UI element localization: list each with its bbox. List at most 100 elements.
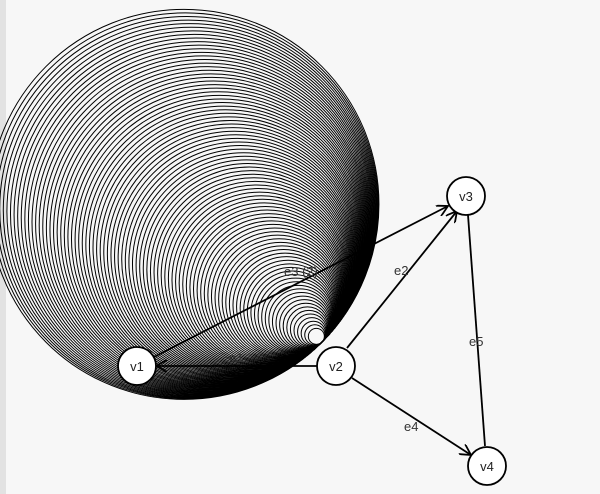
self-loop-arc (221, 241, 340, 360)
node-label-v1: v1 (130, 359, 144, 374)
node-label-v3: v3 (459, 189, 473, 204)
self-loop-arc (96, 116, 362, 382)
node-v3[interactable]: v3 (446, 176, 486, 216)
self-loop-arc (6, 26, 377, 397)
self-loop-arc (214, 234, 341, 361)
self-loop-arc (106, 127, 360, 380)
self-loop-arc (279, 299, 330, 350)
self-loop-arc (78, 98, 365, 385)
edge-e5[interactable] (467, 214, 486, 447)
self-loop-arc (85, 105, 363, 384)
self-loop-arc (0, 8, 380, 400)
self-loop-arc (196, 216, 344, 364)
self-loop-arc (53, 73, 369, 389)
self-loop-arc (38, 59, 371, 392)
self-loop-arc (70, 91, 366, 386)
self-loop-arc (24, 44, 374, 394)
self-loop-arc (157, 177, 351, 371)
self-loop-arc (293, 313, 328, 348)
self-loop-arc (182, 202, 347, 367)
self-loop-arc (9, 30, 376, 397)
self-loop-arc (146, 166, 353, 373)
self-loop-arc (307, 327, 325, 345)
self-loop-arc (250, 270, 335, 355)
self-loop-arc (135, 155, 355, 375)
self-loop-arc (160, 180, 350, 371)
self-loop-arc (0, 12, 379, 400)
self-loop-arc (225, 245, 339, 360)
self-loop-arc (45, 66, 370, 390)
self-loop-arc (49, 69, 370, 390)
self-loop-arc (0, 16, 379, 399)
node-label-v2: v2 (329, 359, 343, 374)
self-loop-arc (257, 277, 334, 354)
self-loop-arc (81, 102, 364, 384)
self-loop-arc (228, 249, 339, 359)
self-loop-arc (139, 159, 354, 374)
self-loop-arc (27, 48, 373, 394)
self-loop-arc (207, 227, 343, 363)
node-v2[interactable]: v2 (316, 346, 356, 386)
self-loop-arc (203, 223, 343, 363)
self-loop-arc (167, 188, 349, 369)
self-loop-arc (246, 266, 336, 356)
self-loop-arc (282, 302, 330, 350)
self-loop-arc (60, 80, 368, 388)
self-loop-arc (2, 23, 377, 398)
self-loop-arc (142, 162, 354, 374)
self-loop-arc (131, 152, 355, 376)
node-v4[interactable]: v4 (467, 446, 507, 486)
self-loop-arc (200, 220, 344, 364)
self-loop-arc (164, 184, 350, 370)
self-loop-arc (114, 134, 358, 379)
self-loop-arc (13, 33, 376, 396)
self-loop-arc (103, 123, 360, 381)
self-loop-arc (243, 263, 336, 356)
self-loop-arc (236, 256, 338, 358)
self-loop-arc (175, 195, 348, 368)
self-loop-arc (268, 288, 332, 352)
self-loop-arc (63, 84, 367, 387)
self-loop-arc (300, 320, 327, 347)
self-loop-arc (149, 170, 352, 373)
left-border (0, 0, 6, 494)
self-loop-arc (42, 62, 371, 391)
self-loop-arc (74, 94, 365, 385)
self-loop-arc (20, 41, 374, 395)
self-loop-v2 (0, 8, 380, 400)
self-loop-arc (124, 145, 357, 377)
self-loop-arc (232, 252, 338, 358)
self-loop-arc (253, 274, 335, 355)
edge-e3[interactable] (153, 206, 448, 358)
self-loop-arc (210, 231, 342, 362)
self-loop-arc (264, 284, 333, 353)
edge-label-e3: e3 (2) (284, 264, 318, 279)
self-loop-arc (261, 281, 333, 353)
self-loop-arc (31, 51, 373, 393)
self-loop-arc (304, 324, 326, 346)
self-loop-arc (289, 309, 328, 348)
self-loop-arc (218, 238, 341, 361)
self-loop-arc (192, 213, 345, 365)
self-loop-arc (275, 295, 331, 351)
edge-e2[interactable] (346, 211, 457, 349)
self-loop-arc (56, 76, 368, 389)
self-loop-arc (35, 55, 372, 392)
self-loop-arc (88, 109, 363, 383)
node-v1[interactable]: v1 (117, 346, 157, 386)
self-loop-arc (17, 37, 375, 395)
self-loop-arc (121, 141, 357, 377)
edge-label-e4: e4 (404, 419, 418, 434)
self-loop-arc (286, 306, 329, 349)
self-loop-arc (92, 112, 362, 382)
self-loop-arc (128, 148, 356, 376)
self-loop-arc (153, 173, 352, 372)
self-loop-arc (0, 19, 378, 398)
edge-e4[interactable] (351, 377, 471, 455)
edge-label-e5: e5 (469, 334, 483, 349)
self-loop-arc (171, 191, 349, 369)
edge-label-e2: e2 (394, 263, 408, 278)
self-loop-arc (117, 137, 358, 378)
edge-label-e1: e1 (229, 350, 243, 365)
